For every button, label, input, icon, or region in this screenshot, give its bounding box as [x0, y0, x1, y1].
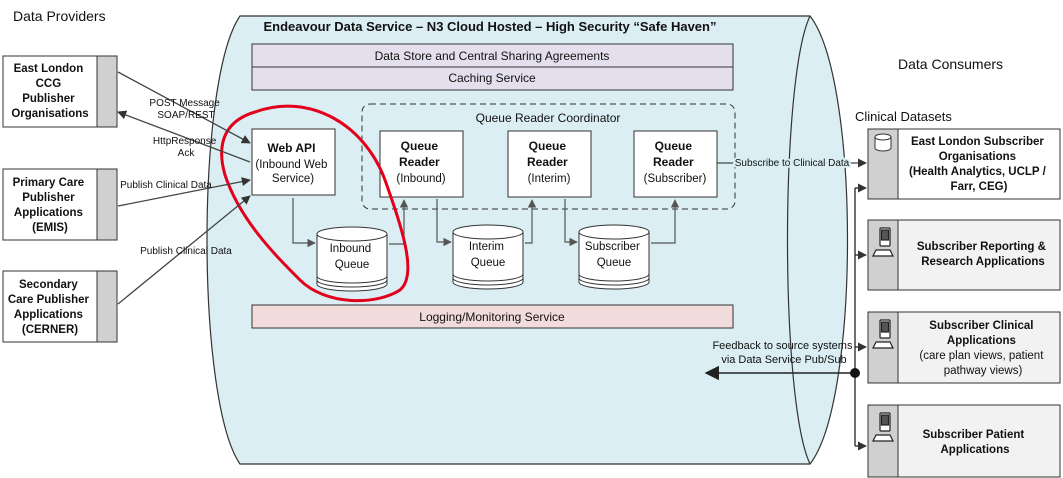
- caching-service-box: [251, 66, 734, 91]
- svg-text:Subscriber Patient Appli: Subscriber Patient Applications: [923, 429, 1028, 456]
- heading-clinical-datasets: Clinical Datasets: [855, 109, 952, 124]
- web-api-label: Web API (Inbound Web Service): [255, 141, 330, 185]
- label-publish-clinical-data-1: Publish Clinical Data: [120, 180, 212, 191]
- svg-text:Subscriber Queue: Subscriber Queue: [585, 241, 643, 269]
- provider-secondary-care-cerner: Secondary Care Publisher Applications (C…: [2, 270, 118, 343]
- caching-service-label: Caching Service: [448, 71, 536, 85]
- consumer-patient-applications: Subscriber Patient Applications: [867, 404, 1061, 478]
- label-http-response: HttpResponse Ack: [153, 136, 219, 159]
- queue-reader-coordinator: [361, 103, 736, 210]
- interim-queue: Interim Queue: [452, 224, 524, 290]
- provider-arrows: [117, 71, 251, 305]
- computer-icon: [872, 412, 894, 442]
- label-subscribe-clinical-data: Subscribe to Clinical Data: [735, 158, 850, 169]
- svg-text:Subscriber Reporting & R: Subscriber Reporting & Research Applicat…: [917, 241, 1049, 268]
- coordinator-label: Queue Reader Coordinator: [476, 111, 621, 125]
- inbound-queue: Inbound Queue: [316, 226, 388, 292]
- svg-text:Interim Queue: Interim Queue: [469, 241, 507, 269]
- svg-text:Subscriber Clinical Appl: Subscriber Clinical Applications (care p…: [919, 320, 1046, 377]
- highlight-ellipse: [220, 104, 410, 303]
- service-title: Endeavour Data Service – N3 Cloud Hosted…: [264, 19, 717, 34]
- svg-text:East London Subscriber O: East London Subscriber Organisations (He…: [909, 136, 1049, 193]
- subscriber-queue: Subscriber Queue: [578, 224, 650, 290]
- svg-text:Queue Reader (Inbo: Queue Reader (Inbound): [396, 139, 445, 185]
- consumer-clinical-applications: Subscriber Clinical Applications (care p…: [867, 311, 1061, 384]
- queue-reader-inbound: Queue Reader (Inbound): [379, 130, 464, 198]
- logging-service-label: Logging/Monitoring Service: [419, 310, 565, 324]
- svg-text:East London CCG Pu: East London CCG Publisher Organisations: [11, 63, 88, 120]
- svg-text:Inbound Queue: Inbound Queue: [330, 243, 375, 271]
- web-api-box: [251, 128, 336, 196]
- consumer-east-london-subscriber: East London Subscriber Organisations (He…: [867, 128, 1061, 200]
- label-publish-clinical-data-2: Publish Clinical Data: [140, 246, 232, 257]
- database-icon: [874, 133, 892, 152]
- service-boundary-right-edge: [786, 15, 811, 465]
- provider-east-london-ccg: East London CCG Publisher Organisations: [2, 55, 118, 128]
- data-store-label: Data Store and Central Sharing Agreement…: [375, 49, 610, 63]
- queue-reader-subscriber: Queue Reader (Subscriber): [633, 130, 718, 198]
- heading-data-consumers: Data Consumers: [898, 56, 1003, 72]
- computer-icon: [872, 227, 894, 257]
- computer-icon: [872, 319, 894, 349]
- queue-reader-interim: Queue Reader (Interim): [507, 130, 592, 198]
- consumer-reporting-research: Subscriber Reporting & Research Applicat…: [867, 219, 1061, 291]
- consumer-bus: [704, 183, 867, 451]
- heading-data-providers: Data Providers: [13, 8, 106, 24]
- svg-text:Queue Reader (Inte: Queue Reader (Interim): [527, 139, 571, 185]
- svg-text:Queue Reader (Subs: Queue Reader (Subscriber): [644, 139, 707, 185]
- label-post-message: POST Message SOAP/REST: [149, 98, 222, 121]
- svg-text:Secondary Care Publisher: Secondary Care Publisher Applications (C…: [8, 279, 92, 336]
- provider-primary-care-emis: Primary Care Publisher Applications (EMI…: [2, 168, 118, 241]
- label-feedback: Feedback to source systems via Data Serv…: [712, 340, 855, 366]
- svg-text:Primary Care Publisher: Primary Care Publisher Applications (EMI…: [13, 177, 88, 234]
- logging-service-box: [251, 304, 734, 329]
- bus-junction: [850, 368, 860, 378]
